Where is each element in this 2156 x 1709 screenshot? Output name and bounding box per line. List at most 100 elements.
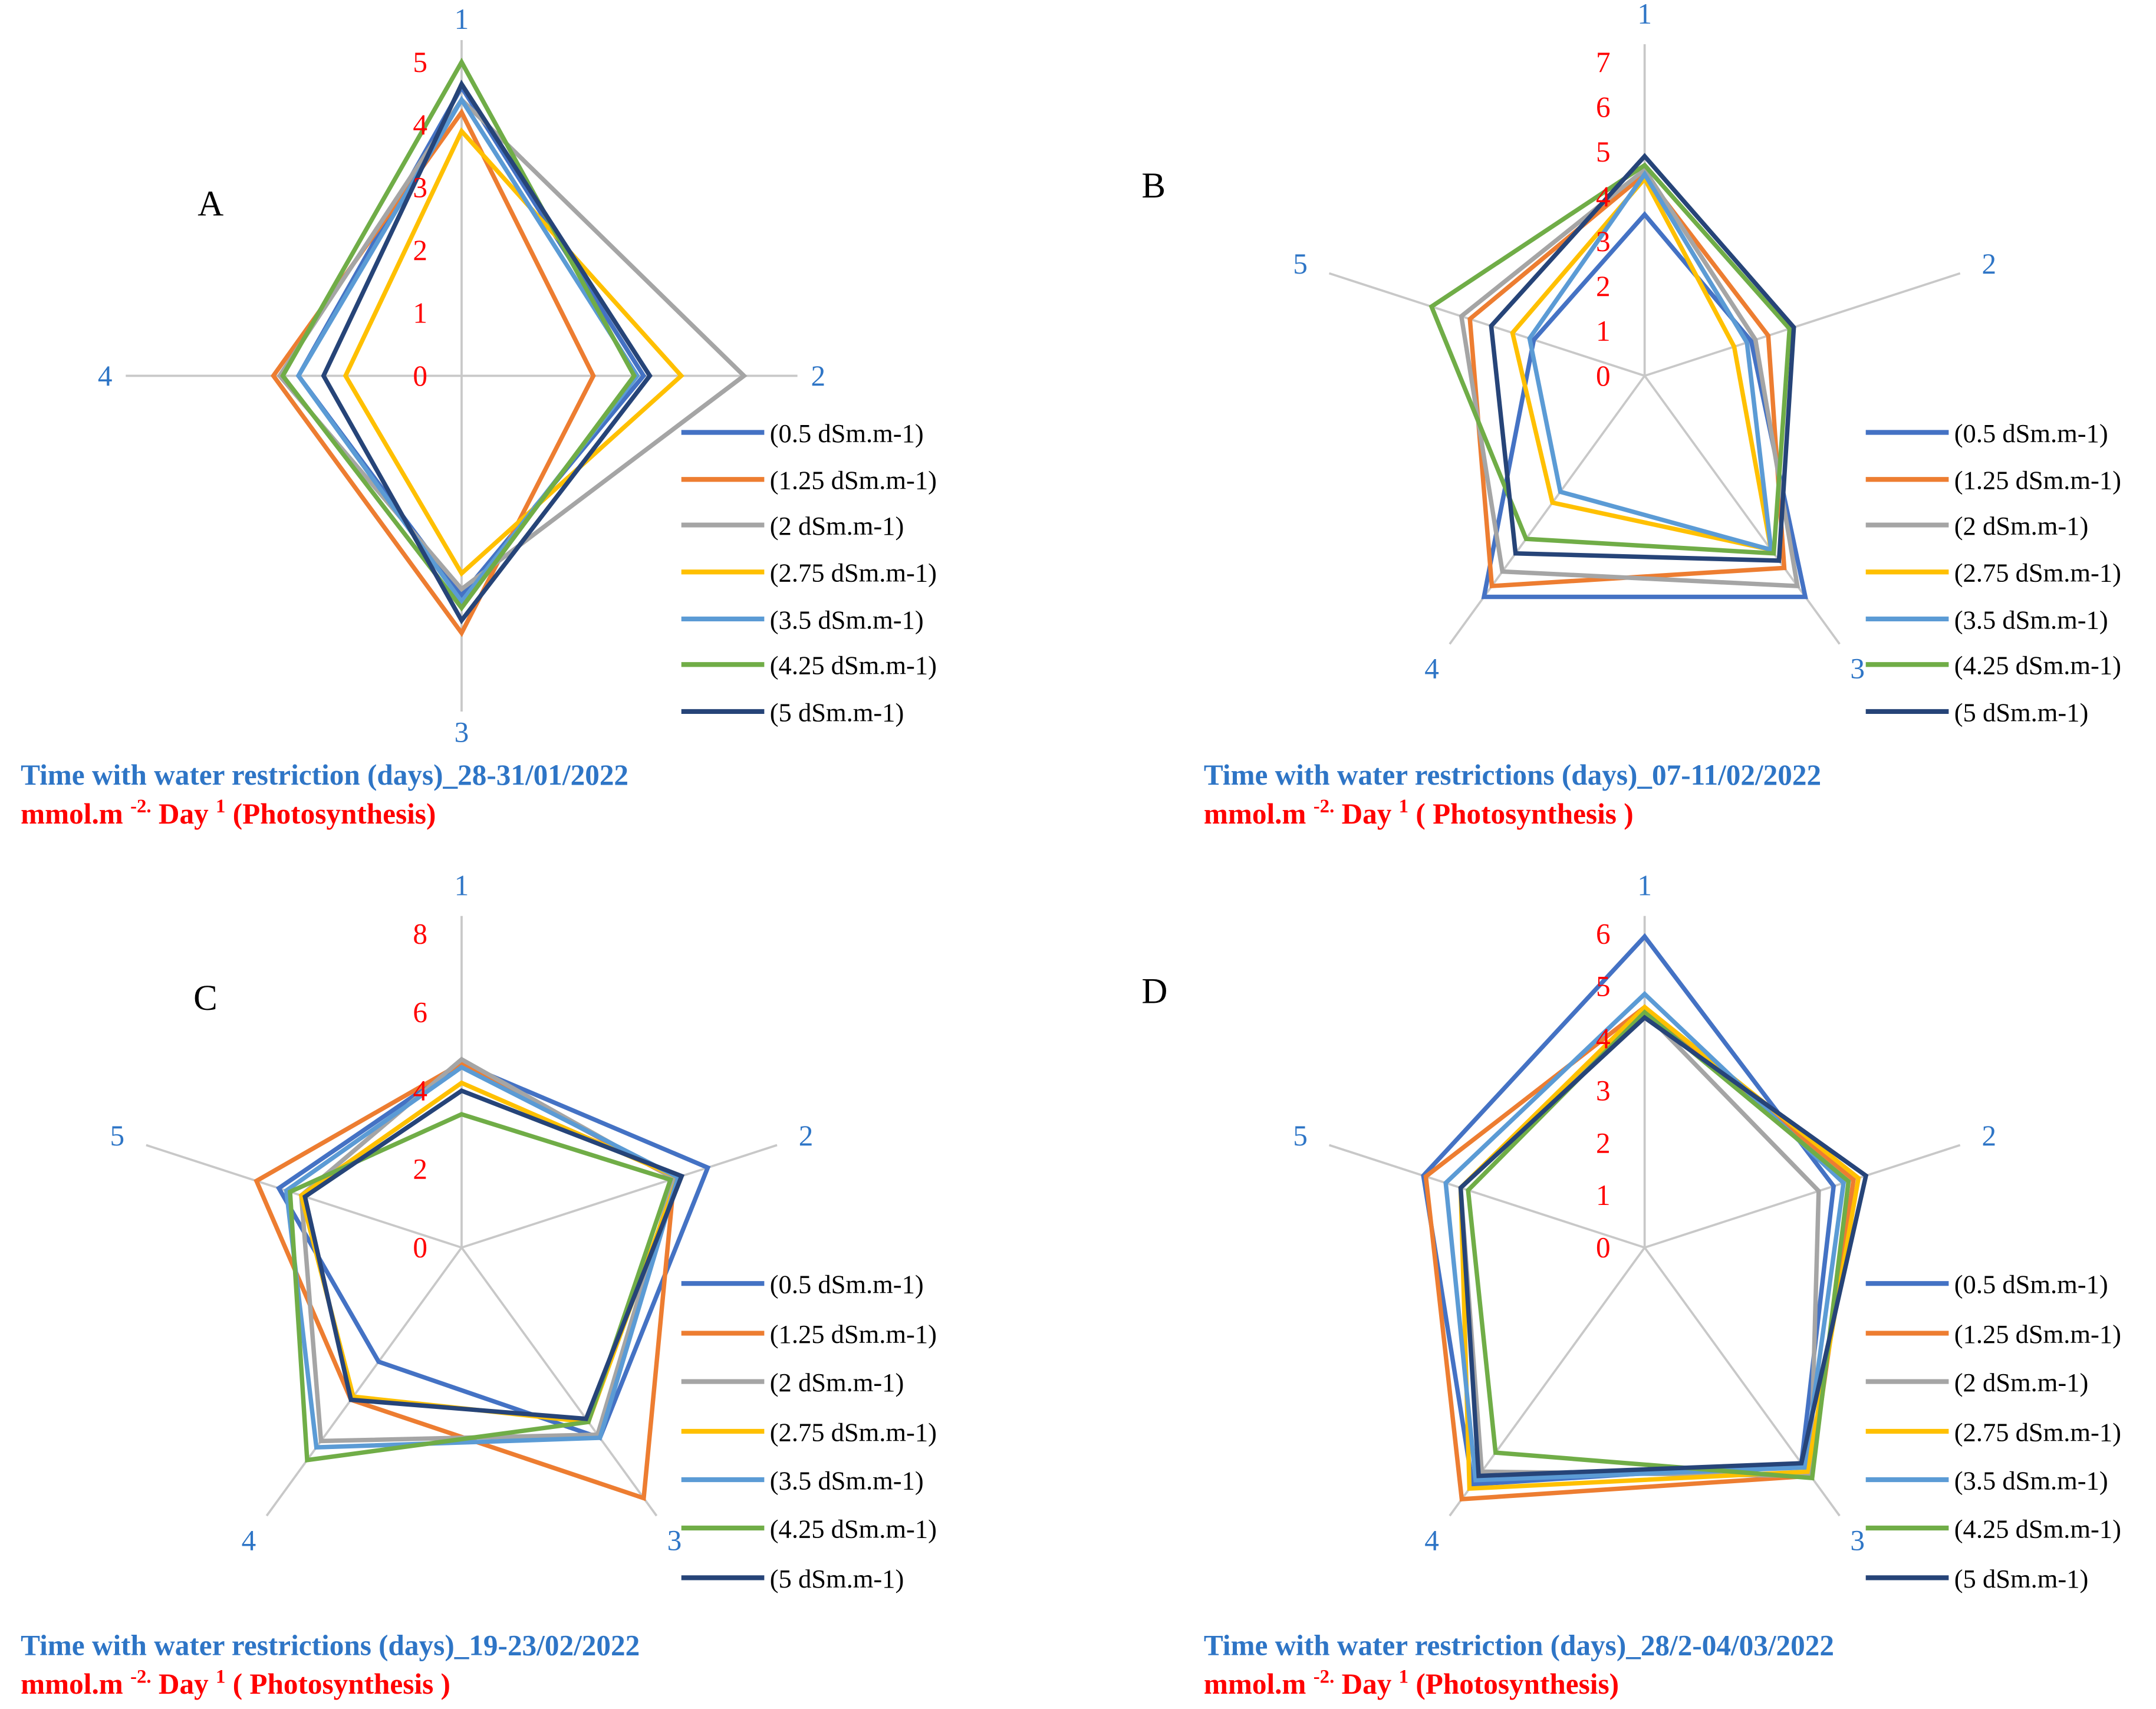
radial-tick-label: 0 [1596,1231,1611,1264]
legend-item: (0.5 dSm.m-1) [1865,419,2108,448]
legend-label: (3.5 dSm.m-1) [770,605,924,634]
legend-label: (2 dSm.m-1) [770,511,904,541]
subtitle-part: Day [1334,798,1398,830]
radial-tick-label: 3 [1596,225,1611,258]
panel-label: D [1141,972,1167,1011]
subtitle-part: mmol.m [21,1668,130,1700]
legend-item: (2.75 dSm.m-1) [1865,558,2121,588]
subtitle-part: mmol.m [1204,1668,1314,1700]
legend-label: (2.75 dSm.m-1) [1954,558,2121,588]
radial-tick-label: 1 [413,297,427,329]
radial-tick-label: 7 [1596,46,1611,78]
radial-tick-label: 2 [413,1153,427,1186]
series-line [1510,174,1774,553]
axis-category-label: 4 [242,1524,256,1556]
axis-category-label: 2 [1981,248,1996,280]
subtitle-part: Day [152,798,216,830]
radial-tick-label: 4 [1596,180,1611,213]
radial-tick-label: 2 [1596,1127,1611,1159]
axis-spoke [461,1144,778,1249]
legend-item: (4.25 dSm.m-1) [681,651,937,680]
axis-spoke [1644,1144,1961,1249]
legend-item: (4.25 dSm.m-1) [681,1514,937,1543]
legend-item: (5 dSm.m-1) [1865,697,2089,727]
legend-item: (5 dSm.m-1) [681,1564,904,1593]
axis-category-label: 2 [799,1119,814,1152]
legend-label: (2 dSm.m-1) [770,1368,904,1397]
axis-category-label: 3 [1850,653,1865,685]
legend-label: (5 dSm.m-1) [1954,697,2089,727]
subtitle-part: mmol.m [21,798,130,830]
legend: (0.5 dSm.m-1) (1.25 dSm.m-1) (2 dSm.m-1) (2… [681,419,937,727]
series-line [295,83,647,599]
legend-item: (1.25 dSm.m-1) [1865,466,2121,495]
chart-title: Time with water restriction (days)_28/2-… [1204,1629,1834,1662]
legend-label: (2 dSm.m-1) [1954,511,2089,541]
axis-category-label: 5 [1293,1119,1308,1152]
legend-item: (3.5 dSm.m-1) [681,1466,924,1495]
radial-tick-label: 2 [413,234,427,266]
legend-item: (2 dSm.m-1) [681,511,904,541]
radial-tick-label: 1 [1596,315,1611,347]
chart-title: Time with water restriction (days)_28-31… [21,759,628,791]
subtitle-superscript: -2. [1314,1666,1335,1687]
subtitle-part: ( Photosynthesis ) [225,1668,450,1700]
legend-label: (5 dSm.m-1) [1954,1564,2089,1593]
legend-item: (2 dSm.m-1) [1865,511,2089,541]
subtitle-part: Day [152,1668,216,1700]
subtitle-superscript: 1 [216,796,225,817]
series-line [1466,1009,1851,1481]
panel-label: A [198,185,223,224]
legend-label: (1.25 dSm.m-1) [770,1319,937,1349]
legend-label: (4.25 dSm.m-1) [1954,651,2121,680]
legend-item: (1.25 dSm.m-1) [681,466,937,495]
series-line [1527,170,1774,553]
legend-label: (4.25 dSm.m-1) [770,1514,937,1543]
series-line [1489,153,1796,563]
legend-item: (2.75 dSm.m-1) [681,1417,937,1447]
panel-label: C [193,979,218,1018]
legend-item: (1.25 dSm.m-1) [1865,1319,2121,1349]
subtitle-superscript: 1 [1399,796,1408,817]
legend-item: (5 dSm.m-1) [1865,1564,2089,1593]
subtitle-part: Day [1334,1668,1398,1700]
legend-label: (2 dSm.m-1) [1954,1368,2089,1397]
legend-label: (0.5 dSm.m-1) [1954,1270,2108,1299]
series-line [1459,166,1800,589]
axis-spoke [460,1247,658,1517]
series-line [295,96,640,605]
legend-label: (0.5 dSm.m-1) [770,419,924,448]
axis-category-label: 2 [811,360,825,392]
series-line [276,1061,711,1441]
chart-title: Time with water restrictions (days)_07-1… [1204,759,1821,791]
legend-label: (2.75 dSm.m-1) [770,1417,937,1447]
axis-spoke [265,1247,463,1517]
series-line [1458,1004,1861,1491]
chart-subtitle: mmol.m -2. Day 1 (Photosynthesis) [1204,1666,1619,1700]
radial-tick-label: 4 [1596,1022,1611,1055]
subtitle-part: ( Photosynthesis ) [1408,798,1634,830]
legend-label: (4.25 dSm.m-1) [1954,1514,2121,1543]
series-line [1428,162,1792,556]
legend-label: (1.25 dSm.m-1) [770,466,937,495]
radial-tick-label: 0 [1596,360,1611,392]
radial-tick-label: 8 [413,918,427,950]
legend-label: (1.25 dSm.m-1) [1954,1319,2121,1349]
legend-item: (2.75 dSm.m-1) [681,558,937,588]
series-line [280,57,637,612]
legend-item: (2.75 dSm.m-1) [1865,1417,2121,1447]
radial-tick-label: 4 [413,108,427,141]
axis-category-label: 5 [1293,248,1308,280]
legend-item: (2 dSm.m-1) [681,1368,904,1397]
radial-tick-label: 5 [413,46,427,78]
legend-item: (5 dSm.m-1) [681,697,904,727]
legend-label: (4.25 dSm.m-1) [770,651,937,680]
legend: (0.5 dSm.m-1)(1.25 dSm.m-1)(2 dSm.m-1)(2… [681,1270,937,1593]
axis-category-label: 1 [455,3,469,35]
legend-label: (2.75 dSm.m-1) [1954,1417,2121,1447]
